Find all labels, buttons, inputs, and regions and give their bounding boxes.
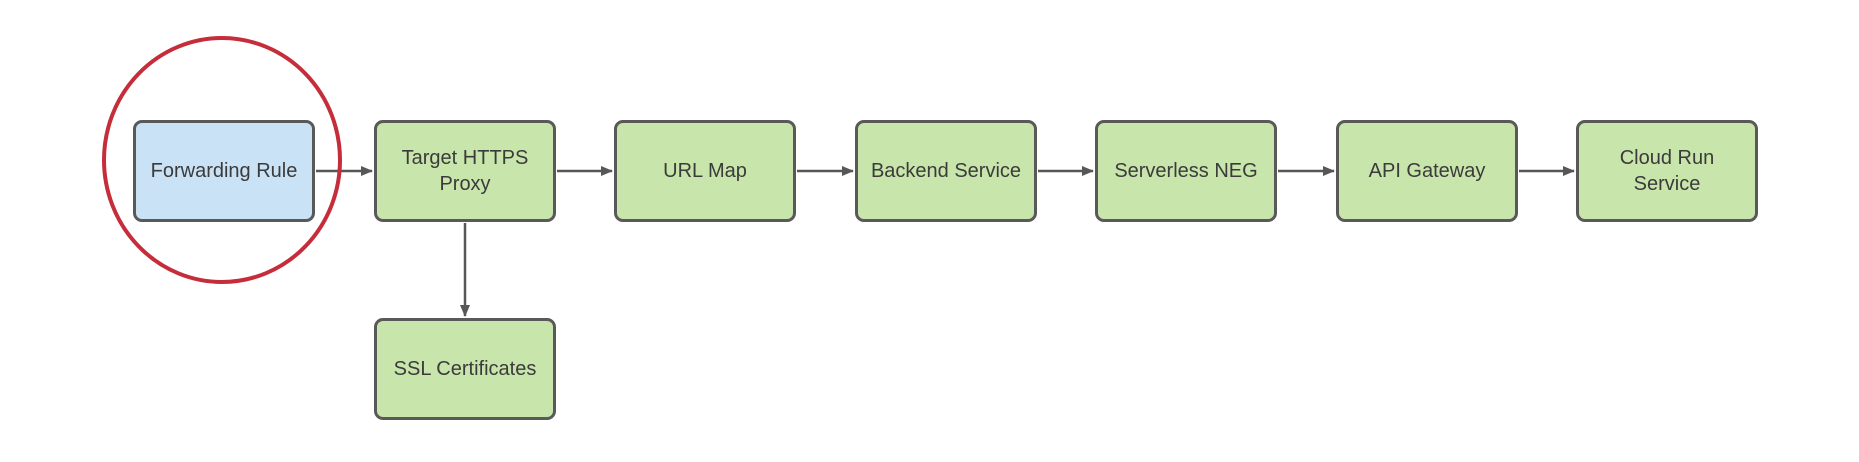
- node-label: Proxy: [439, 173, 491, 195]
- node-label: API Gateway: [1368, 160, 1486, 182]
- node-label: SSL Certificates: [393, 358, 537, 380]
- node-backend-service: Backend Service: [855, 120, 1037, 222]
- node-ssl-certificates: SSL Certificates: [374, 318, 556, 420]
- node-url-map: URL Map: [614, 120, 796, 222]
- node-label: Forwarding Rule: [150, 160, 298, 182]
- node-forwarding-rule: Forwarding Rule: [133, 120, 315, 222]
- node-label: Cloud Run: [1619, 147, 1715, 169]
- node-label: Serverless NEG: [1114, 160, 1258, 182]
- node-label: Service: [1633, 173, 1701, 195]
- node-label: URL Map: [663, 160, 747, 182]
- highlight-ellipse: [102, 36, 342, 284]
- node-label: Backend Service: [870, 160, 1022, 182]
- node-cloud-run-service: Cloud Run Service: [1576, 120, 1758, 222]
- node-target-https-proxy: Target HTTPS Proxy: [374, 120, 556, 222]
- node-label: Target HTTPS: [401, 147, 529, 169]
- node-api-gateway: API Gateway: [1336, 120, 1518, 222]
- node-serverless-neg: Serverless NEG: [1095, 120, 1277, 222]
